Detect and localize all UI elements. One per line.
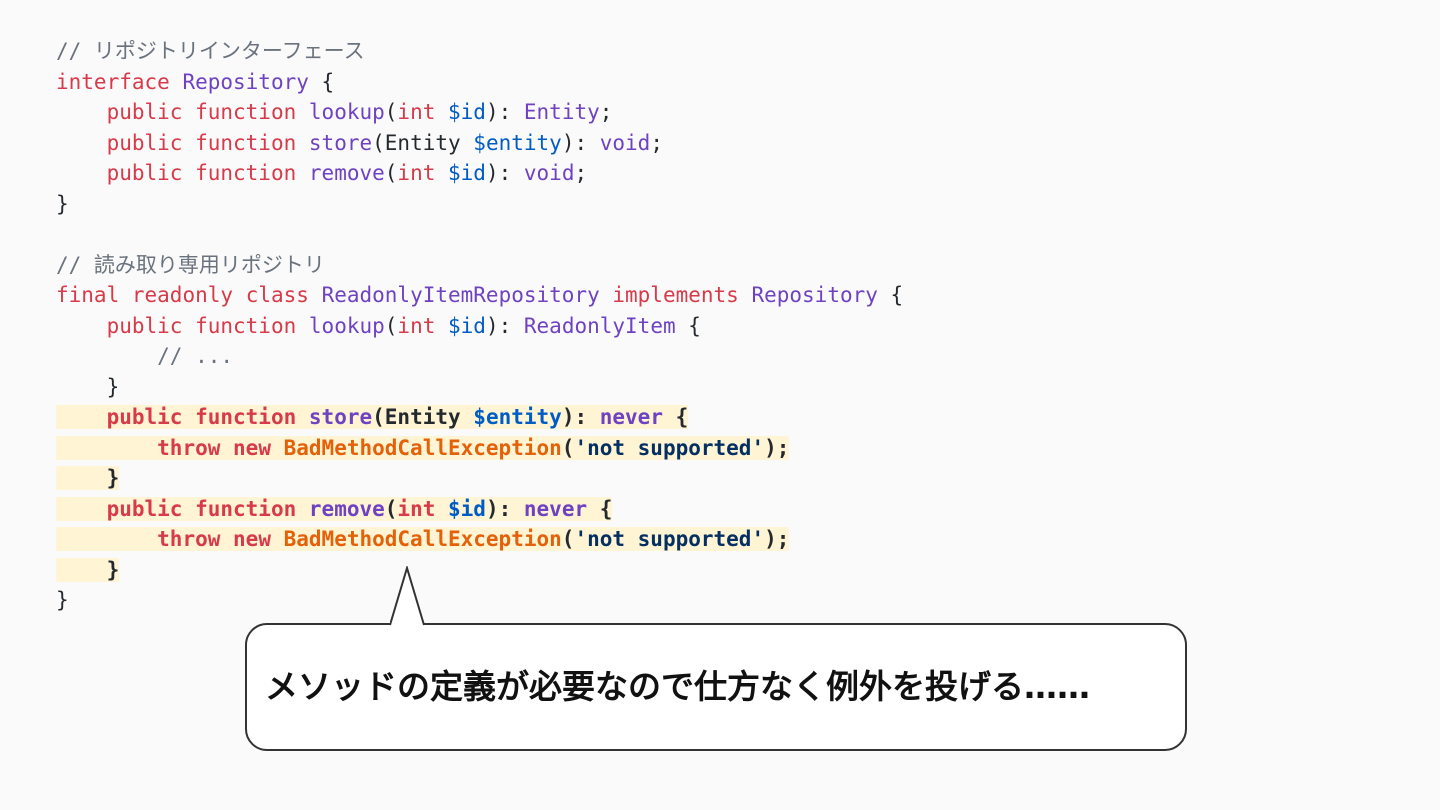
highlight-span: throw new BadMethodCallException('not su… bbox=[56, 527, 790, 551]
type-name: Entity bbox=[523, 100, 600, 124]
code-line-1: // リポジトリインターフェース bbox=[56, 36, 903, 67]
function-name: lookup bbox=[308, 100, 385, 124]
keyword: int bbox=[397, 100, 436, 124]
function-name: remove bbox=[308, 161, 385, 185]
code-line-12: } bbox=[56, 374, 120, 399]
callout-text: メソッドの定義が必要なので仕方なく例外を投げる…… bbox=[265, 667, 1090, 706]
string-literal: 'not supported' bbox=[574, 527, 765, 551]
type-name: never bbox=[599, 405, 663, 429]
keyword: function bbox=[195, 100, 297, 124]
code-line-3: public function lookup(int $id): Entity; bbox=[106, 100, 613, 124]
keyword: public bbox=[106, 100, 183, 124]
code-line-19: } bbox=[56, 588, 69, 612]
function-name: store bbox=[308, 130, 373, 155]
code-line-13-highlighted: public function store(Entity $entity): n… bbox=[56, 402, 903, 433]
keyword: class bbox=[245, 283, 309, 307]
keyword: new bbox=[233, 435, 271, 460]
type-name: ReadonlyItem bbox=[523, 313, 676, 338]
highlight-span: public function store(Entity $entity): n… bbox=[56, 405, 689, 429]
code-line-5: public function remove(int $id): void; bbox=[106, 161, 588, 185]
callout-tail bbox=[390, 566, 425, 626]
code-line-11: // ... bbox=[56, 341, 903, 372]
keyword: public bbox=[106, 405, 183, 429]
keyword: public bbox=[106, 130, 183, 155]
callout-bubble: メソッドの定義が必要なので仕方なく例外を投げる…… bbox=[245, 623, 1187, 751]
variable: $id bbox=[448, 100, 486, 124]
keyword: function bbox=[195, 130, 297, 155]
highlight-span: } bbox=[56, 466, 120, 490]
code-line-18-highlighted: } bbox=[56, 555, 903, 586]
comment: // ... bbox=[157, 344, 234, 368]
type-name: Repository bbox=[182, 69, 309, 94]
keyword: function bbox=[195, 313, 297, 338]
code-line-16-highlighted: public function remove(int $id): never { bbox=[56, 494, 903, 525]
exception-class: BadMethodCallException bbox=[283, 435, 562, 460]
keyword: throw bbox=[157, 527, 221, 551]
keyword: new bbox=[233, 527, 271, 551]
variable: $id bbox=[448, 496, 486, 521]
variable: $id bbox=[448, 313, 486, 338]
keyword: int bbox=[397, 161, 436, 185]
code-line-14-highlighted: throw new BadMethodCallException('not su… bbox=[56, 433, 903, 464]
keyword: function bbox=[195, 161, 297, 185]
keyword: implements bbox=[612, 283, 739, 307]
function-name: remove bbox=[308, 496, 385, 521]
code-line-4: public function store(Entity $entity): v… bbox=[106, 130, 663, 155]
type-name: Repository bbox=[751, 283, 878, 307]
code-line-2: interface Repository { bbox=[56, 69, 335, 94]
variable: $id bbox=[448, 161, 486, 185]
variable: $entity bbox=[473, 405, 562, 429]
keyword: public bbox=[106, 496, 183, 521]
code-line-7 bbox=[56, 219, 903, 250]
keyword: public bbox=[106, 313, 183, 338]
type-name: never bbox=[523, 496, 588, 521]
keyword: final bbox=[56, 283, 120, 307]
code-line-6: } bbox=[56, 191, 69, 216]
comment: // 読み取り専用リポジトリ bbox=[56, 252, 325, 277]
comment: // リポジトリインターフェース bbox=[56, 39, 365, 63]
keyword: int bbox=[397, 313, 436, 338]
keyword: public bbox=[106, 161, 183, 185]
type-name: Entity bbox=[384, 405, 461, 429]
function-name: store bbox=[308, 405, 373, 429]
keyword: readonly bbox=[131, 283, 234, 307]
highlight-span: public function remove(int $id): never { bbox=[56, 496, 613, 521]
type-name: Entity bbox=[384, 130, 461, 155]
code-line-17-highlighted: throw new BadMethodCallException('not su… bbox=[56, 524, 903, 555]
variable: $entity bbox=[473, 130, 562, 155]
highlight-span: } bbox=[56, 557, 120, 582]
type-name: void bbox=[599, 130, 651, 155]
keyword: function bbox=[195, 496, 297, 521]
exception-class: BadMethodCallException bbox=[283, 527, 562, 551]
code-line-8: // 読み取り専用リポジトリ bbox=[56, 250, 903, 281]
keyword: interface bbox=[56, 69, 170, 94]
code-block: // リポジトリインターフェース interface Repository { p… bbox=[56, 36, 903, 616]
keyword: throw bbox=[157, 435, 221, 460]
keyword: int bbox=[397, 496, 436, 521]
class-name: ReadonlyItemRepository bbox=[321, 283, 600, 307]
highlight-span: throw new BadMethodCallException('not su… bbox=[56, 435, 790, 460]
function-name: lookup bbox=[308, 313, 385, 338]
keyword: function bbox=[195, 405, 297, 429]
code-line-10: public function lookup(int $id): Readonl… bbox=[106, 313, 701, 338]
code-line-9: final readonly class ReadonlyItemReposit… bbox=[56, 283, 904, 307]
type-name: void bbox=[523, 161, 575, 185]
string-literal: 'not supported' bbox=[574, 435, 765, 460]
code-line-15-highlighted: } bbox=[56, 463, 903, 494]
